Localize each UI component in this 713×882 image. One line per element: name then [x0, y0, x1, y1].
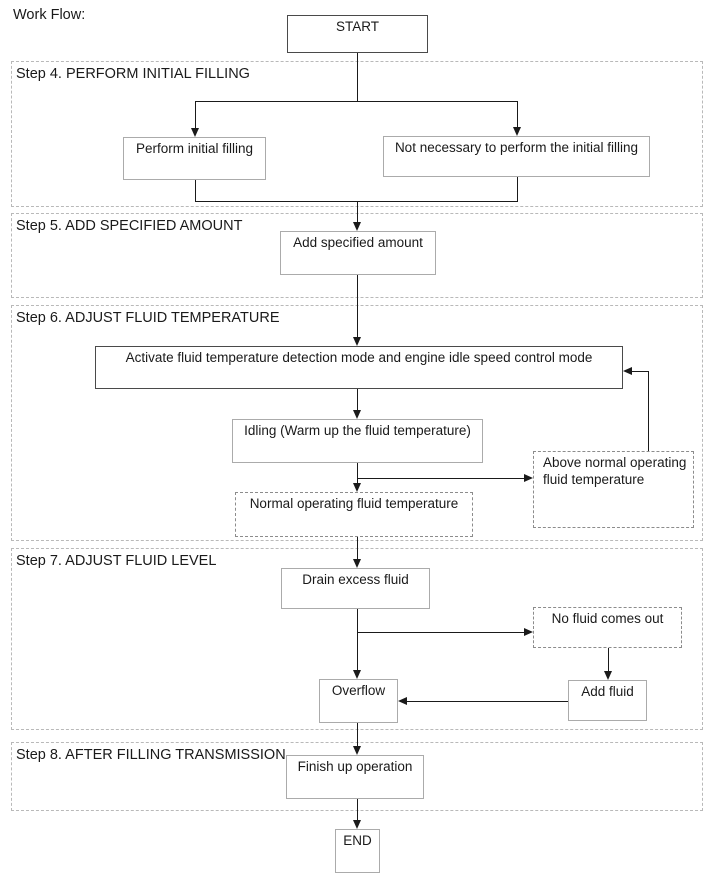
section-label-step4: Step 4. PERFORM INITIAL FILLING [16, 66, 250, 82]
connector-line [357, 609, 358, 673]
node-label: END [343, 833, 372, 848]
node-label: Above normal operating fluid temperature [543, 455, 687, 487]
connector-line [517, 101, 518, 130]
node-overflow: Overflow [319, 679, 398, 723]
node-activate-mode: Activate fluid temperature detection mod… [95, 346, 623, 389]
node-add-specified-amount: Add specified amount [280, 231, 436, 275]
connector-line [195, 101, 196, 131]
connector-line [357, 389, 358, 413]
node-label: Overflow [331, 683, 386, 698]
node-above-normal: Above normal operating fluid temperature [533, 451, 694, 528]
node-no-fluid-comes-out: No fluid comes out [533, 607, 682, 648]
connector-line [631, 371, 648, 372]
arrowhead-down-icon [353, 337, 361, 346]
node-end: END [335, 829, 380, 873]
arrowhead-down-icon [353, 820, 361, 829]
connector-line [357, 53, 358, 101]
node-label: START [335, 19, 379, 34]
arrowhead-down-icon [191, 128, 199, 137]
arrowhead-right-icon [524, 628, 533, 636]
connector-line [357, 478, 525, 479]
node-not-necessary: Not necessary to perform the initial fil… [383, 136, 650, 177]
node-drain-excess-fluid: Drain excess fluid [281, 568, 430, 609]
connector-line [357, 537, 358, 562]
connector-line [195, 180, 196, 202]
node-label: Idling (Warm up the fluid temperature) [244, 423, 471, 438]
node-normal-operating: Normal operating fluid temperature [235, 492, 473, 537]
arrowhead-down-icon [353, 746, 361, 755]
arrowhead-down-icon [353, 410, 361, 419]
section-label-step7: Step 7. ADJUST FLUID LEVEL [16, 553, 217, 569]
node-label: Not necessary to perform the initial fil… [394, 140, 639, 155]
arrowhead-down-icon [353, 559, 361, 568]
arrowhead-down-icon [513, 127, 521, 136]
arrowhead-down-icon [353, 222, 361, 231]
connector-line [648, 371, 649, 451]
connector-line [406, 701, 568, 702]
node-perform-initial-filling: Perform initial filling [123, 137, 266, 180]
node-add-fluid: Add fluid [568, 680, 647, 721]
arrowhead-down-icon [353, 483, 361, 492]
connector-line [608, 648, 609, 674]
node-label: Drain excess fluid [302, 572, 409, 587]
arrowhead-down-icon [353, 670, 361, 679]
connector-line [195, 101, 518, 102]
node-label: Normal operating fluid temperature [249, 496, 459, 511]
connector-line [195, 201, 518, 202]
connector-line [357, 275, 358, 339]
section-label-step6: Step 6. ADJUST FLUID TEMPERATURE [16, 310, 280, 326]
node-idling: Idling (Warm up the fluid temperature) [232, 419, 483, 463]
connector-line [357, 632, 525, 633]
arrowhead-right-icon [524, 474, 533, 482]
node-label: Activate fluid temperature detection mod… [125, 350, 593, 365]
page-title: Work Flow: [13, 7, 86, 23]
connector-line [357, 463, 358, 486]
arrowhead-left-icon [398, 697, 407, 705]
connector-line [357, 799, 358, 823]
connector-line [357, 201, 358, 225]
node-start: START [287, 15, 428, 53]
node-label: No fluid comes out [551, 611, 664, 626]
section-label-step5: Step 5. ADD SPECIFIED AMOUNT [16, 218, 243, 234]
section-label-step8: Step 8. AFTER FILLING TRANSMISSION [16, 747, 286, 763]
connector-line [517, 177, 518, 202]
arrowhead-left-icon [623, 367, 632, 375]
node-label: Perform initial filling [135, 141, 254, 156]
node-label: Finish up operation [297, 759, 413, 774]
node-label: Add specified amount [293, 235, 423, 250]
node-finish-up-operation: Finish up operation [286, 755, 424, 799]
arrowhead-down-icon [604, 671, 612, 680]
connector-line [357, 723, 358, 749]
node-label: Add fluid [581, 684, 634, 699]
